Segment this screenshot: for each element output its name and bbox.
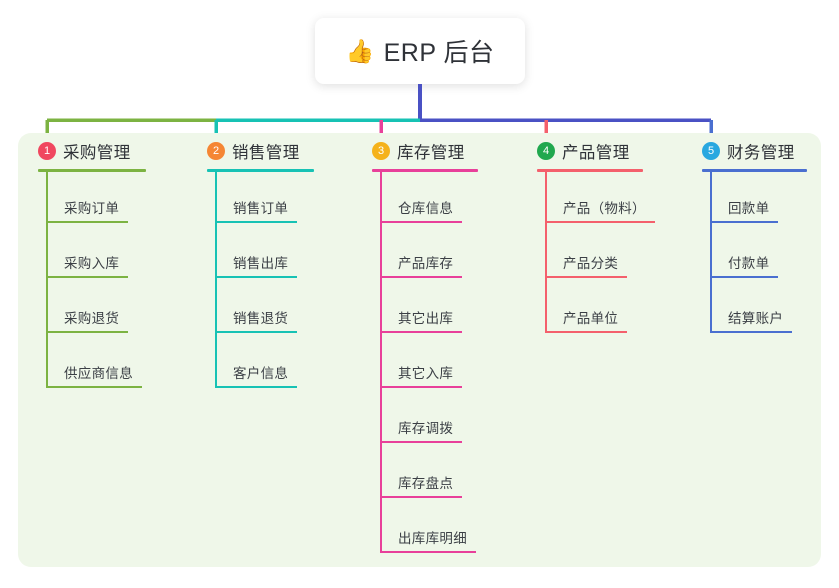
branch-item-underline — [545, 276, 627, 278]
branch-item-underline — [380, 441, 462, 443]
branch-item-underline — [46, 331, 128, 333]
branch-item-label: 付款单 — [728, 256, 770, 271]
branch-header-3[interactable]: 3 库存管理 — [372, 139, 465, 163]
branch-item-label: 客户信息 — [233, 366, 289, 381]
branch-item-label: 产品（物料） — [563, 201, 646, 216]
branch-item-underline — [380, 276, 462, 278]
branch-header-underline — [537, 169, 643, 172]
branch-spine — [215, 171, 217, 386]
branch-item-label: 销售订单 — [233, 201, 289, 216]
branch-header-1[interactable]: 1 采购管理 — [38, 139, 131, 163]
branch-item-label: 采购退货 — [64, 311, 120, 326]
branch-item-underline — [545, 221, 655, 223]
branch-item-underline — [215, 331, 297, 333]
branch-item-underline — [215, 221, 297, 223]
branch-item-underline — [46, 221, 128, 223]
branch-item-underline — [46, 276, 128, 278]
branch-item-label: 仓库信息 — [398, 201, 454, 216]
branch-number-badge: 1 — [38, 142, 56, 160]
branch-spine — [545, 171, 547, 331]
branch-item-label: 其它出库 — [398, 311, 454, 326]
branch-item-label: 销售退货 — [233, 311, 289, 326]
branch-item-label: 回款单 — [728, 201, 770, 216]
root-node-title: ERP 后台 — [383, 39, 495, 67]
branch-item-underline — [380, 386, 462, 388]
branch-header-underline — [372, 169, 478, 172]
branch-item-underline — [710, 221, 778, 223]
branch-title: 财务管理 — [727, 144, 795, 162]
branch-item-label: 产品分类 — [563, 256, 619, 271]
root-node-label: 👍 ERP 后台 — [345, 33, 494, 69]
branch-spine — [710, 171, 712, 331]
branch-item-underline — [710, 331, 792, 333]
branch-header-2[interactable]: 2 销售管理 — [207, 139, 300, 163]
branch-number-badge: 2 — [207, 142, 225, 160]
branch-item-underline — [215, 276, 297, 278]
branch-spine — [380, 171, 382, 551]
branch-item-label: 出库库明细 — [398, 531, 467, 546]
branch-header-4[interactable]: 4 产品管理 — [537, 139, 630, 163]
branch-item-label: 库存盘点 — [398, 476, 454, 491]
branch-item-underline — [710, 276, 778, 278]
branch-title: 库存管理 — [397, 144, 465, 162]
branch-item-underline — [46, 386, 142, 388]
branch-item-label: 结算账户 — [728, 311, 784, 326]
branch-item-label: 其它入库 — [398, 366, 454, 381]
branch-item-label: 供应商信息 — [64, 366, 133, 381]
branch-spine — [46, 171, 48, 386]
branch-item-label: 销售出库 — [233, 256, 289, 271]
branch-title: 采购管理 — [63, 144, 131, 162]
branch-item-underline — [380, 551, 476, 553]
branch-title: 销售管理 — [232, 144, 300, 162]
branch-item-underline — [380, 331, 462, 333]
branch-item-label: 产品库存 — [398, 256, 454, 271]
branch-header-5[interactable]: 5 财务管理 — [702, 139, 795, 163]
branch-header-underline — [702, 169, 807, 172]
branches-panel — [18, 133, 821, 567]
root-node[interactable]: 👍 ERP 后台 — [315, 18, 525, 84]
branch-number-badge: 3 — [372, 142, 390, 160]
thumbs-up-icon: 👍 — [345, 37, 375, 64]
branch-item-underline — [380, 496, 462, 498]
branch-item-label: 采购入库 — [64, 256, 120, 271]
branch-header-underline — [38, 169, 146, 172]
branch-number-badge: 5 — [702, 142, 720, 160]
branch-item-underline — [215, 386, 297, 388]
branch-item-underline — [545, 331, 627, 333]
branch-header-underline — [207, 169, 314, 172]
branch-title: 产品管理 — [562, 144, 630, 162]
branch-item-label: 库存调拨 — [398, 421, 454, 436]
branch-number-badge: 4 — [537, 142, 555, 160]
branch-item-label: 采购订单 — [64, 201, 120, 216]
branch-item-underline — [380, 221, 462, 223]
branch-item-label: 产品单位 — [563, 311, 619, 326]
